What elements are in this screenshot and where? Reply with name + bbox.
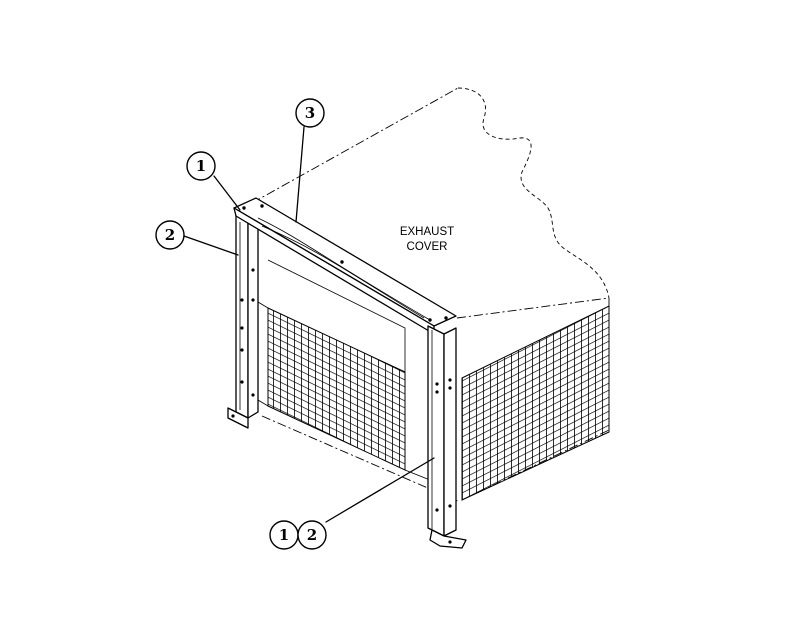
callout-2-left: 2	[155, 220, 185, 250]
callout-1-top-left: 1	[186, 151, 216, 181]
right-mesh-grille	[461, 305, 610, 501]
rear-left-post	[227, 213, 259, 429]
exhaust-cover-label: EXHAUST COVER	[400, 226, 454, 253]
left-mesh-grille	[257, 301, 406, 471]
leader-lines	[183, 126, 435, 523]
cover-panel-outline	[267, 259, 431, 481]
callout-3-top-rail: 3	[295, 98, 325, 128]
callout-2-left-number: 2	[165, 226, 175, 244]
callout-2-bottom-number: 2	[307, 526, 317, 544]
callout-1-top-left-number: 1	[196, 157, 206, 175]
top-rail	[233, 197, 457, 335]
exhaust-cover-label-line1: EXHAUST	[400, 226, 454, 238]
callout-2-bottom: 2	[297, 520, 327, 550]
callout-1-bottom: 1	[269, 520, 299, 550]
callout-3-top-rail-number: 3	[305, 104, 315, 122]
callout-1-bottom-number: 1	[279, 526, 289, 544]
exhaust-cover-label-line2: COVER	[407, 241, 448, 253]
front-right-post	[427, 325, 467, 549]
